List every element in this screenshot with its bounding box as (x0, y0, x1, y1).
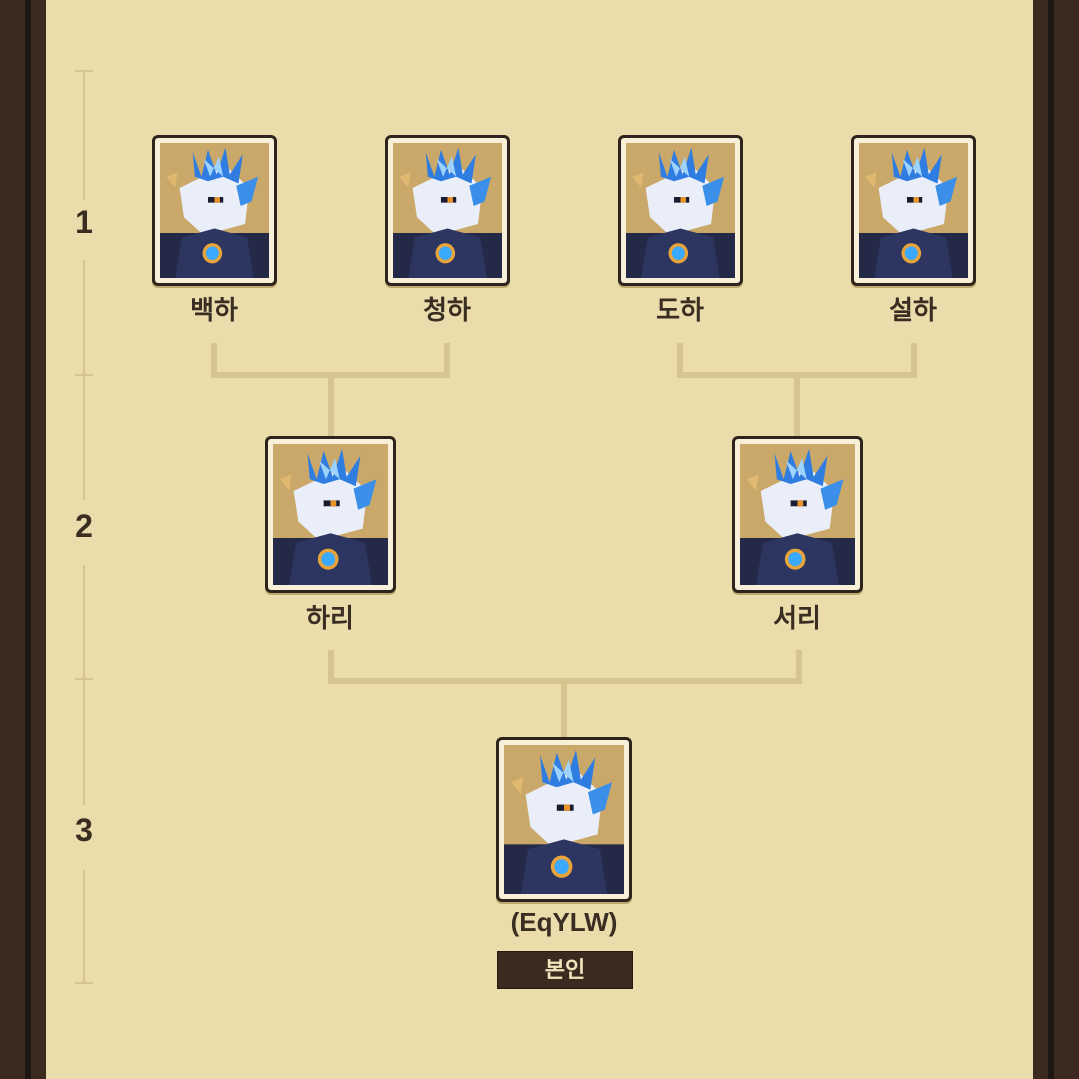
left-frame (0, 0, 46, 1079)
generation-axis (83, 565, 85, 805)
dragon-card[interactable] (385, 135, 510, 286)
right-frame (1033, 0, 1079, 1079)
dragon-portrait-icon (393, 143, 502, 278)
dragon-name: 백하 (190, 295, 238, 325)
dragon-name: 하리 (306, 603, 354, 633)
tree-connector (328, 650, 334, 684)
dragon-name: 서리 (773, 603, 821, 633)
generation-tick (75, 982, 93, 984)
tree-connector (911, 343, 917, 378)
dragon-name: 도하 (656, 295, 704, 325)
self-dragon-card[interactable] (496, 737, 632, 902)
dragon-portrait-icon (504, 745, 624, 894)
tree-connector (211, 343, 217, 378)
tree-connector (677, 343, 683, 378)
generation-tick (75, 678, 93, 680)
dragon-portrait-icon (160, 143, 269, 278)
generation-axis (83, 870, 85, 982)
generation-label-2: 2 (75, 508, 93, 544)
tree-connector (561, 678, 567, 738)
dragon-name: (EqYLW) (510, 907, 618, 937)
dragon-name: 청하 (423, 295, 471, 325)
generation-label-3: 3 (75, 812, 93, 848)
dragon-card[interactable] (265, 436, 396, 593)
tree-connector (328, 372, 334, 437)
dragon-portrait-icon (740, 444, 855, 585)
dragon-portrait-icon (273, 444, 388, 585)
dragon-card[interactable] (618, 135, 743, 286)
dragon-name: 설하 (889, 295, 937, 325)
generation-tick (75, 70, 93, 72)
dragon-portrait-icon (859, 143, 968, 278)
generation-label-1: 1 (75, 204, 93, 240)
dragon-card[interactable] (732, 436, 863, 593)
tree-connector (444, 343, 450, 378)
dragon-card[interactable] (152, 135, 277, 286)
tree-connector (794, 372, 800, 437)
dragon-card[interactable] (851, 135, 976, 286)
dragon-portrait-icon (626, 143, 735, 278)
self-badge: 본인 (497, 951, 633, 989)
generation-tick (75, 374, 93, 376)
generation-axis (83, 70, 85, 200)
tree-connector (796, 650, 802, 684)
generation-axis (83, 260, 85, 500)
